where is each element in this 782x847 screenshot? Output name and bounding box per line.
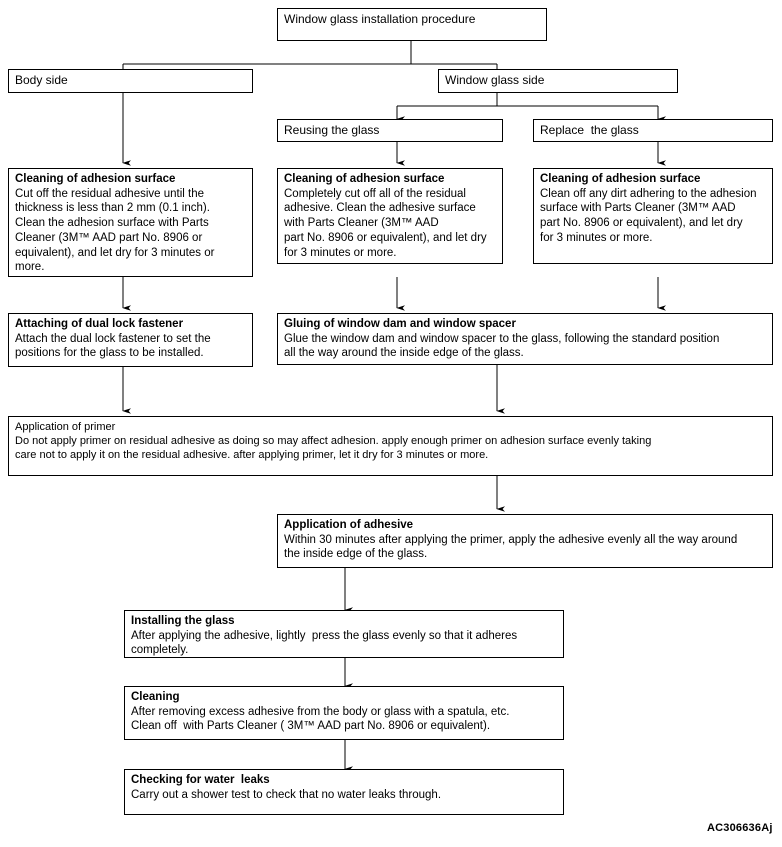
node-root[interactable]: Window glass installation procedure xyxy=(277,8,547,41)
node-clean-replace-title: Cleaning of adhesion surface xyxy=(540,173,701,185)
node-cleaning-text: After removing excess adhesive from the … xyxy=(131,705,510,733)
node-gluing-dam-text: Glue the window dam and window spacer to… xyxy=(284,332,720,360)
node-root-title: Window glass installation procedure xyxy=(284,12,476,26)
node-clean-reuse-text: Completely cut off all of the residual a… xyxy=(284,187,487,259)
node-dual-lock-text: Attach the dual lock fastener to set the… xyxy=(15,332,211,360)
node-clean-body-text: Cut off the residual adhesive until the … xyxy=(15,187,215,274)
node-installing[interactable]: Installing the glass After applying the … xyxy=(124,610,564,658)
node-primer-text: Do not apply primer on residual adhesive… xyxy=(15,435,652,462)
node-primer-title: Application of primer xyxy=(15,421,116,433)
node-window-glass-side-title: Window glass side xyxy=(445,73,545,87)
node-reusing-the-glass[interactable]: Reusing the glass xyxy=(277,119,503,142)
node-installing-title: Installing the glass xyxy=(131,615,235,627)
figure-code-label: AC306636Aj xyxy=(707,822,773,834)
node-cleaning-title: Cleaning xyxy=(131,691,180,703)
node-replace-the-glass-title: Replace the glass xyxy=(540,123,639,137)
node-adhesive[interactable]: Application of adhesive Within 30 minute… xyxy=(277,514,773,568)
node-clean-body-title: Cleaning of adhesion surface xyxy=(15,173,176,185)
node-clean-replace-text: Clean off any dirt adhering to the adhes… xyxy=(540,187,757,244)
node-reusing-the-glass-title: Reusing the glass xyxy=(284,123,380,137)
node-installing-text: After applying the adhesive, lightly pre… xyxy=(131,629,518,657)
node-clean-body[interactable]: Cleaning of adhesion surface Cut off the… xyxy=(8,168,253,277)
node-water-leaks-text: Carry out a shower test to check that no… xyxy=(131,788,442,801)
node-clean-replace[interactable]: Cleaning of adhesion surface Clean off a… xyxy=(533,168,773,264)
node-cleaning[interactable]: Cleaning After removing excess adhesive … xyxy=(124,686,564,740)
node-clean-reuse-title: Cleaning of adhesion surface xyxy=(284,173,445,185)
node-dual-lock-title: Attaching of dual lock fastener xyxy=(15,318,184,330)
node-water-leaks[interactable]: Checking for water leaks Carry out a sho… xyxy=(124,769,564,815)
node-gluing-dam[interactable]: Gluing of window dam and window spacer G… xyxy=(277,313,773,365)
node-water-leaks-title: Checking for water leaks xyxy=(131,774,270,786)
node-clean-reuse[interactable]: Cleaning of adhesion surface Completely … xyxy=(277,168,503,264)
node-primer[interactable]: Application of primer Do not apply prime… xyxy=(8,416,773,476)
node-dual-lock[interactable]: Attaching of dual lock fastener Attach t… xyxy=(8,313,253,367)
node-body-side[interactable]: Body side xyxy=(8,69,253,93)
node-body-side-title: Body side xyxy=(15,73,68,87)
node-window-glass-side[interactable]: Window glass side xyxy=(438,69,678,93)
node-replace-the-glass[interactable]: Replace the glass xyxy=(533,119,773,142)
node-adhesive-text: Within 30 minutes after applying the pri… xyxy=(284,533,738,561)
node-gluing-dam-title: Gluing of window dam and window spacer xyxy=(284,318,516,330)
node-adhesive-title: Application of adhesive xyxy=(284,519,414,531)
